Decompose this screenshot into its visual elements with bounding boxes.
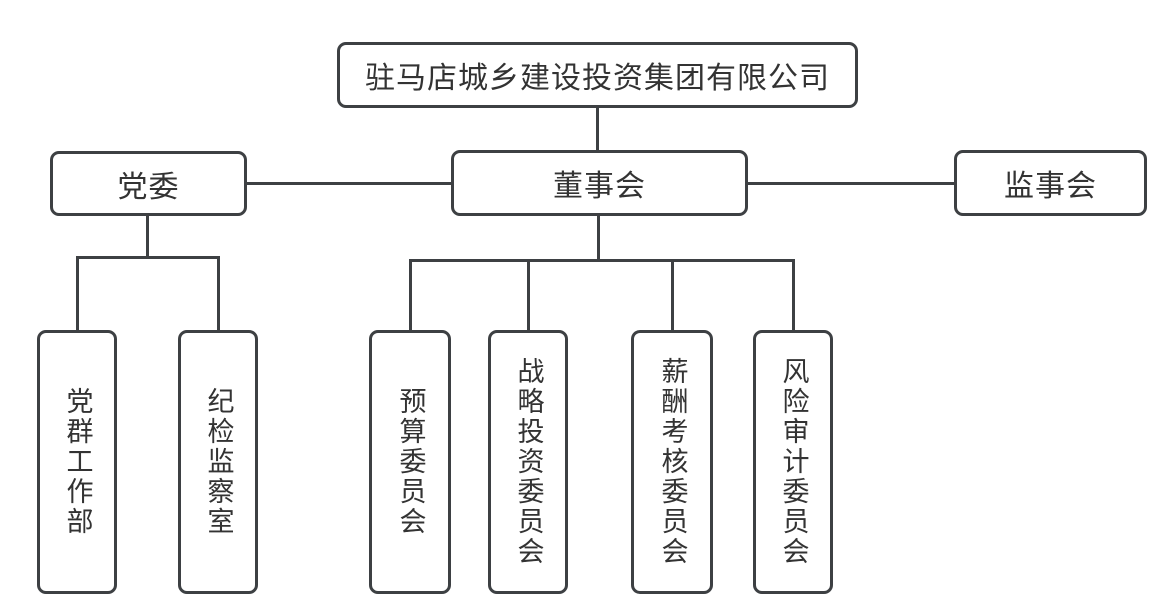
org-node-discipline-inspection-office: 纪检监察室 (178, 330, 258, 594)
connector-party-child-2 (217, 256, 220, 330)
org-node-risk-audit-committee-label: 风险审计委员会 (778, 357, 809, 567)
org-node-company-root: 驻马店城乡建设投资集团有限公司 (337, 42, 858, 108)
org-node-strategic-investment-committee: 战略投资委员会 (488, 330, 568, 594)
connector-board-drop (597, 216, 600, 261)
connector-board-child-2 (527, 259, 530, 331)
org-node-board-of-directors: 董事会 (451, 150, 748, 216)
org-node-compensation-assessment-committee: 薪酬考核委员会 (631, 330, 713, 594)
org-node-supervisory-board: 监事会 (954, 150, 1147, 216)
org-node-party-committee-label: 党委 (117, 170, 180, 204)
org-node-strategic-investment-committee-label: 战略投资委员会 (513, 357, 544, 567)
connector-party-bus (76, 256, 220, 259)
connector-board-child-1 (409, 259, 412, 331)
org-node-budget-committee: 预算委员会 (369, 330, 451, 594)
org-node-party-mass-work-dept-label: 党群工作部 (62, 387, 93, 537)
connector-board-child-3 (671, 259, 674, 331)
org-node-discipline-inspection-office-label: 纪检监察室 (203, 387, 234, 537)
org-node-party-committee: 党委 (50, 151, 247, 216)
org-node-party-mass-work-dept: 党群工作部 (37, 330, 117, 594)
org-node-budget-committee-label: 预算委员会 (395, 387, 426, 537)
connector-root-to-board (596, 108, 599, 151)
connector-party-to-board (247, 182, 451, 185)
connector-board-to-supervisors (748, 182, 954, 185)
org-node-compensation-assessment-committee-label: 薪酬考核委员会 (657, 357, 688, 567)
org-node-supervisory-board-label: 监事会 (1004, 170, 1097, 203)
org-node-board-of-directors-label: 董事会 (553, 170, 646, 203)
org-node-company-root-label: 驻马店城乡建设投资集团有限公司 (365, 62, 830, 95)
org-node-risk-audit-committee: 风险审计委员会 (753, 330, 833, 594)
connector-board-child-4 (792, 259, 795, 331)
connector-party-child-1 (76, 256, 79, 330)
connector-board-bus (409, 259, 795, 262)
connector-party-drop (146, 216, 149, 259)
